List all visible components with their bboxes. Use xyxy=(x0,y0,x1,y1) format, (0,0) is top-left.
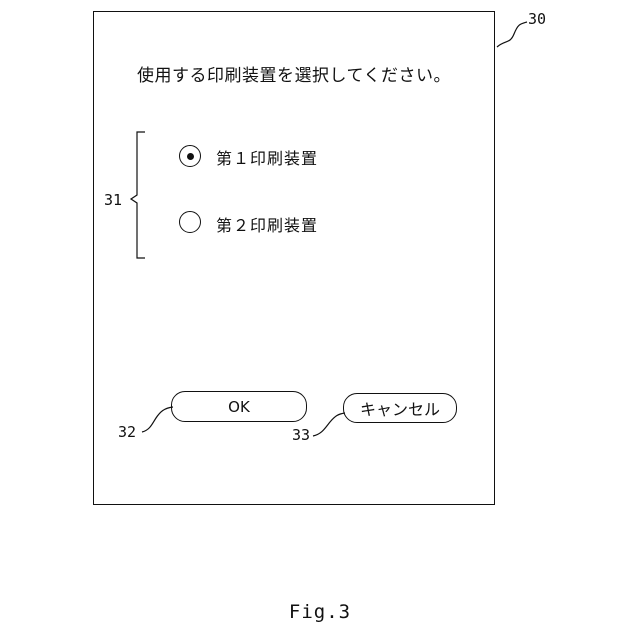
ref-30: 30 xyxy=(528,10,546,28)
ref-31: 31 xyxy=(104,191,122,209)
ref-33: 33 xyxy=(292,426,310,444)
leader-line-30 xyxy=(497,22,527,47)
leader-line-33 xyxy=(313,413,345,436)
figure-caption: Fig.3 xyxy=(0,601,640,623)
leader-line-32 xyxy=(142,407,173,432)
bracket-31 xyxy=(131,132,145,258)
ref-32: 32 xyxy=(118,423,136,441)
